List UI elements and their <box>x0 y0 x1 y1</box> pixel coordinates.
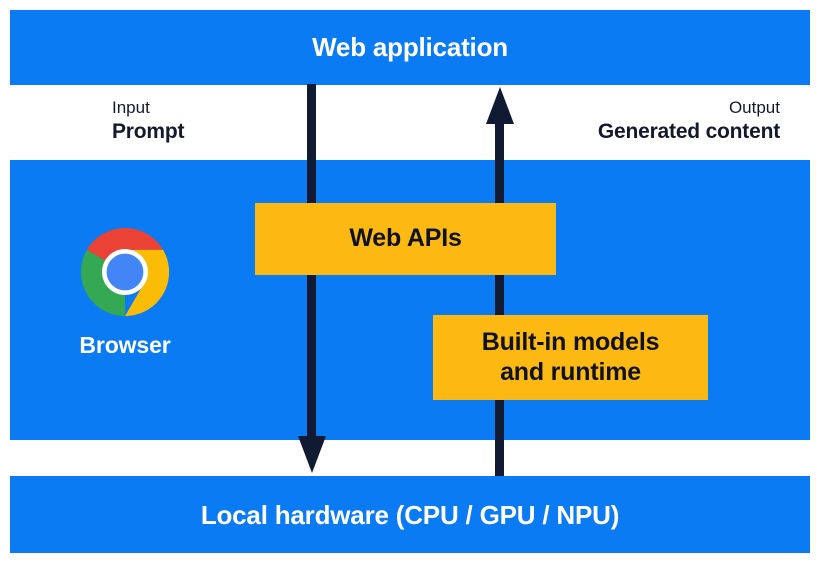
browser-group: Browser <box>62 226 188 374</box>
box-builtin-models-label: Built-in models and runtime <box>482 328 660 387</box>
arrow-down-icon <box>290 84 334 476</box>
flow-output-kind: Output <box>728 98 780 117</box>
flow-label-output: Output Generated content <box>598 98 780 144</box>
box-builtin-models-line1: Built-in models <box>481 328 660 356</box>
band-web-application-label: Web application <box>312 32 508 62</box>
band-local-hardware-label: Local hardware (CPU / GPU / NPU) <box>200 500 620 530</box>
arrow-up-icon <box>478 84 522 476</box>
band-web-application: Web application <box>10 10 810 85</box>
box-builtin-models-line2: and runtime <box>500 357 641 386</box>
band-local-hardware: Local hardware (CPU / GPU / NPU) <box>10 476 810 553</box>
box-builtin-models: Built-in models and runtime <box>433 315 708 400</box>
box-web-apis: Web APIs <box>255 203 556 275</box>
chrome-logo-icon <box>80 227 170 317</box>
browser-label: Browser <box>79 332 171 358</box>
flow-output-value: Generated content <box>597 119 780 143</box>
flow-input-value: Prompt <box>112 119 185 143</box>
flow-label-input: Input Prompt <box>112 98 185 144</box>
box-web-apis-label: Web APIs <box>349 224 462 253</box>
flow-input-kind: Input <box>112 98 150 117</box>
